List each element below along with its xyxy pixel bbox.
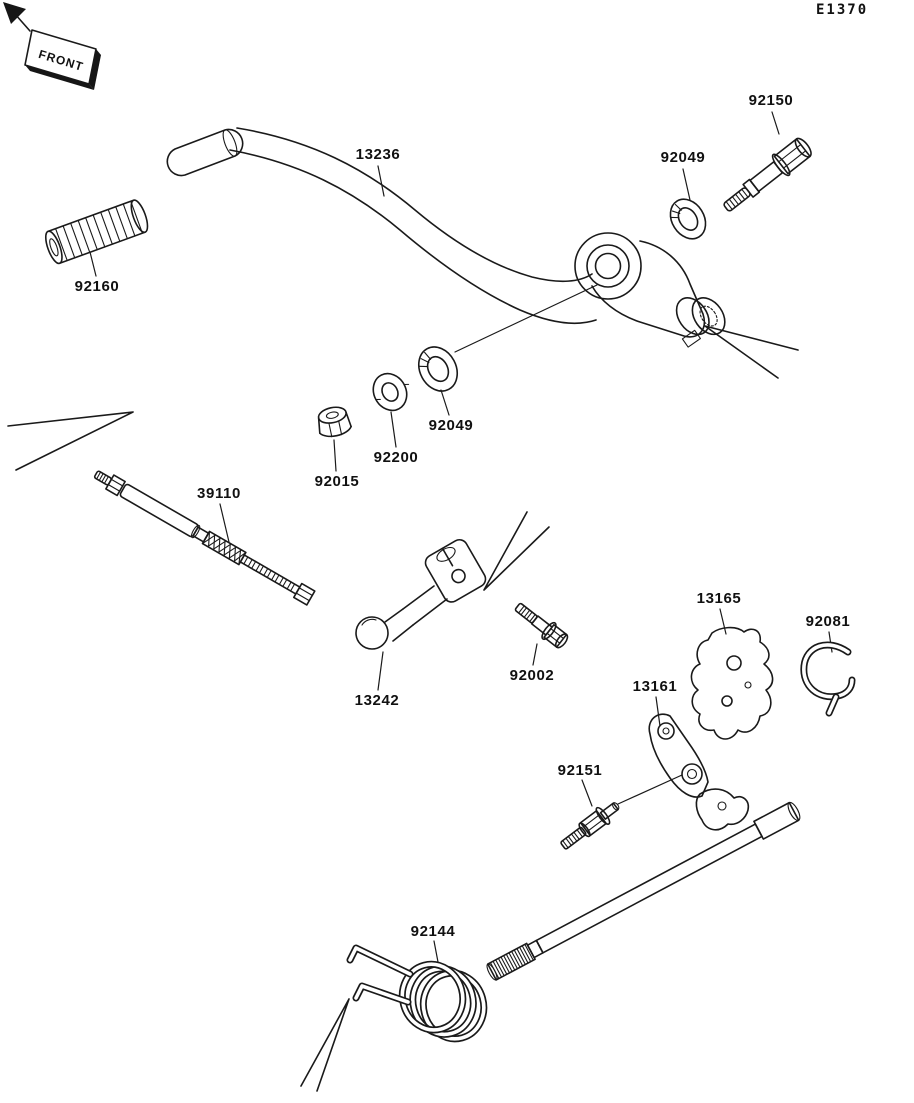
shift-arm-drawing <box>355 538 487 650</box>
part-label-13161: 13161 <box>632 678 678 695</box>
part-label-92049-upper: 92049 <box>660 149 706 166</box>
front-arrow-icon <box>3 2 26 24</box>
part-label-92160: 92160 <box>74 278 120 295</box>
leader-lines <box>89 111 833 963</box>
pedal-rubber-drawing <box>44 199 149 265</box>
bolt-92150-drawing <box>723 137 812 212</box>
shift-pedal-drawing <box>166 127 726 348</box>
part-label-13236: 13236 <box>355 146 401 163</box>
positioning-plate-drawing <box>690 626 774 740</box>
washer-drawing <box>372 372 410 412</box>
part-label-13242: 13242 <box>354 692 400 709</box>
part-label-39110: 39110 <box>197 485 241 502</box>
oil-seal-upper-drawing <box>669 198 707 240</box>
part-label-92002: 92002 <box>509 667 555 684</box>
part-label-92200: 92200 <box>373 449 419 466</box>
part-label-92049-lower: 92049 <box>428 417 474 434</box>
bolt-92002-drawing <box>514 602 569 649</box>
spring-clip-drawing <box>800 641 856 717</box>
oil-seal-lower-drawing <box>417 346 459 392</box>
return-spring-drawing <box>346 944 488 1043</box>
bolt-92151-drawing <box>560 802 620 850</box>
part-label-92015: 92015 <box>314 473 360 490</box>
assembly-pointers <box>7 325 799 1092</box>
part-label-92081: 92081 <box>805 613 851 630</box>
diagram-code: E1370 <box>816 2 869 18</box>
part-label-92151: 92151 <box>557 762 603 779</box>
shift-shaft-drawing <box>486 713 801 981</box>
front-direction-emblem <box>3 2 101 90</box>
part-label-92150: 92150 <box>748 92 794 109</box>
nut-drawing <box>317 406 352 438</box>
part-label-92144: 92144 <box>410 923 456 940</box>
part-label-13165: 13165 <box>696 590 742 607</box>
tie-rod-drawing <box>93 470 316 606</box>
